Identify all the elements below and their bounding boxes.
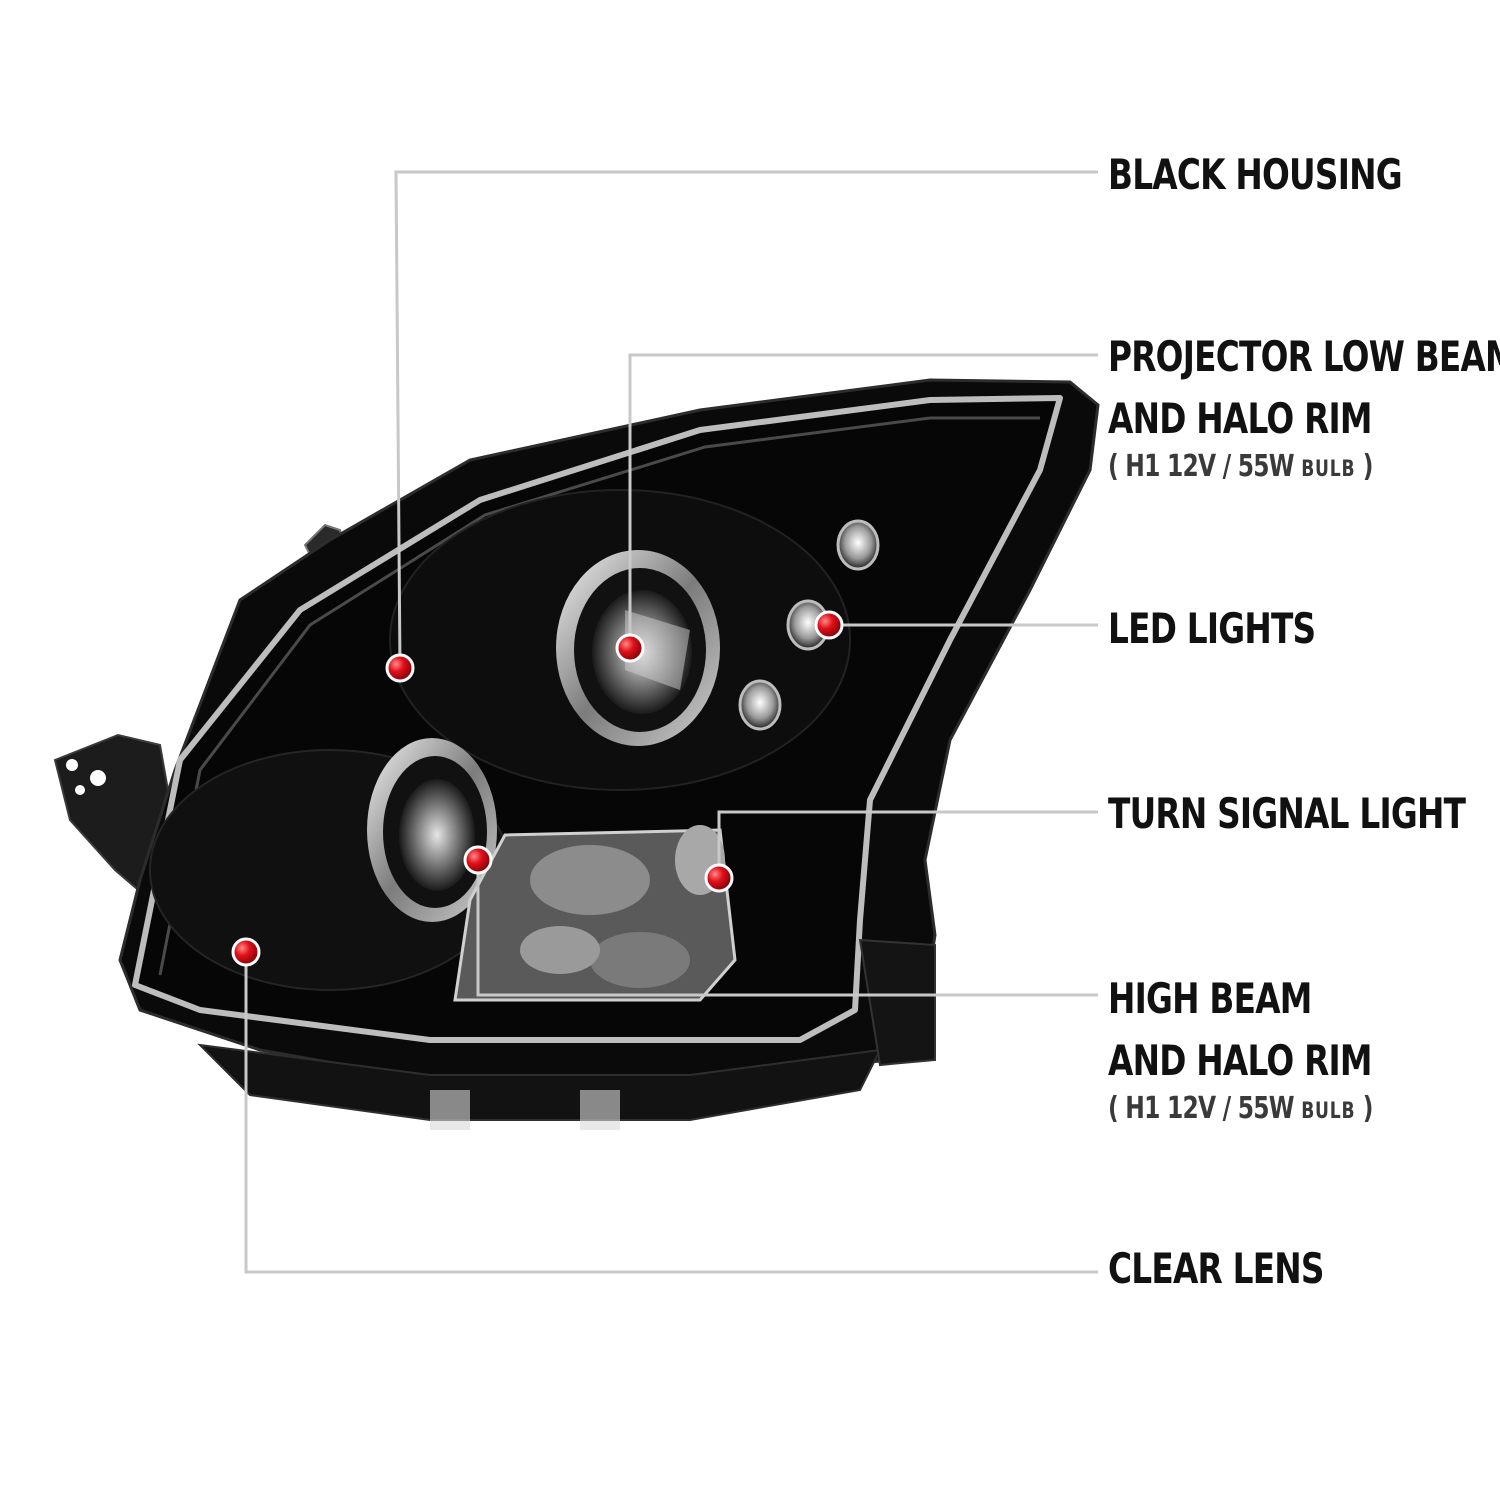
callout-led-lights: LED LIGHTS xyxy=(1108,598,1316,660)
callout-text-line2: AND HALO RIM xyxy=(1108,394,1373,443)
bulb-spec: ( H1 12V / 55W BULB ) xyxy=(1108,449,1373,484)
turn-signal-reflector xyxy=(453,825,737,1002)
callout-text: BLACK HOUSING xyxy=(1108,150,1403,199)
callout-markers xyxy=(231,610,844,967)
callout-text-line2: AND HALO RIM xyxy=(1108,1036,1373,1085)
callout-high-beam: HIGH BEAM AND HALO RIM ( H1 12V / 55W BU… xyxy=(1108,968,1373,1129)
callout-projector-low-beam: PROJECTOR LOW BEAM AND HALO RIM ( H1 12V… xyxy=(1108,326,1500,487)
callout-text: LED LIGHTS xyxy=(1108,604,1316,653)
callout-clear-lens: CLEAR LENS xyxy=(1108,1238,1325,1300)
leader-turn-signal xyxy=(717,810,1098,878)
projector-low-beam xyxy=(556,550,720,746)
housing-base xyxy=(197,938,936,1130)
leader-clear-lens xyxy=(244,952,1098,1274)
callout-text: CLEAR LENS xyxy=(1108,1244,1325,1293)
high-beam xyxy=(367,738,497,922)
marker-clear-lens xyxy=(231,937,261,967)
leader-black-housing xyxy=(394,170,1098,669)
callout-text: TURN SIGNAL LIGHT xyxy=(1108,789,1466,838)
callout-black-housing: BLACK HOUSING xyxy=(1108,144,1403,206)
marker-high-beam xyxy=(463,845,493,875)
marker-black-housing xyxy=(385,653,415,683)
leader-projector xyxy=(628,353,1098,648)
leader-lines xyxy=(244,170,1098,1274)
marker-turn-signal xyxy=(704,863,734,893)
led-lights xyxy=(738,519,880,731)
callout-text: PROJECTOR LOW BEAM xyxy=(1108,332,1500,381)
marker-led xyxy=(814,610,844,640)
marker-projector xyxy=(615,633,645,663)
leader-high-beam xyxy=(476,860,1098,997)
callout-text: HIGH BEAM xyxy=(1108,974,1312,1023)
bulb-spec: ( H1 12V / 55W BULB ) xyxy=(1108,1091,1373,1126)
callout-turn-signal: TURN SIGNAL LIGHT xyxy=(1108,783,1466,845)
